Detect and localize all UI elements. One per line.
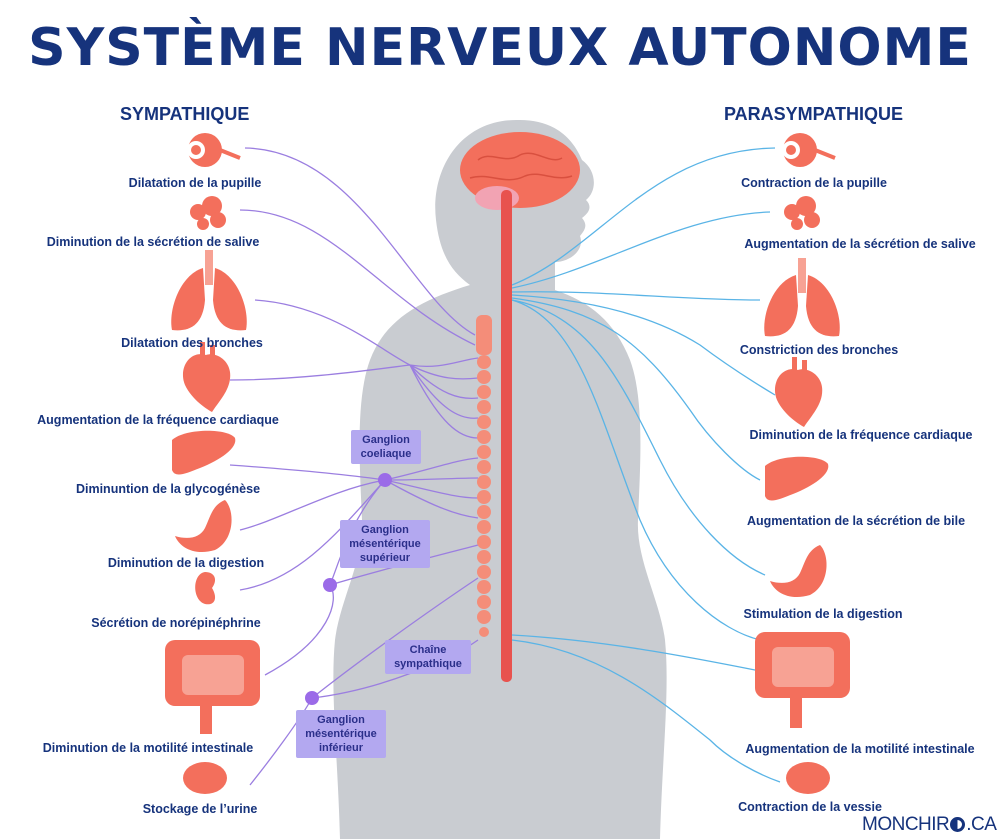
brand-text-right: .CA xyxy=(966,814,997,835)
eye-icon-right xyxy=(782,133,836,167)
heart-icon-left xyxy=(182,342,231,412)
parasympathetic-heading: PARASYMPATHIQUE xyxy=(724,104,904,124)
central-nervous-system xyxy=(460,132,580,682)
sympathetic-effect: Diminution de la digestion xyxy=(107,556,265,570)
superior-mesenteric-ganglion-label: Ganglion mésentérique supérieur xyxy=(340,520,430,568)
spinal-cord xyxy=(501,190,512,682)
stomach-icon-right xyxy=(770,545,827,598)
box-line: Ganglion xyxy=(317,714,365,726)
box-line: supérieur xyxy=(359,552,411,564)
parasympathetic-effect: Contraction de la pupille xyxy=(741,176,887,190)
sympathetic-effect: Stockage de l’urine xyxy=(142,802,258,816)
lungs-icon-left xyxy=(171,250,247,331)
parasympathetic-effect: Stimulation de la digestion xyxy=(743,607,903,621)
box-line: mésentérique xyxy=(349,538,421,550)
inferior-mesenteric-ganglion-label: Ganglion mésentérique inférieur xyxy=(296,710,386,758)
intestines-icon-right xyxy=(755,632,850,728)
bladder-icon-left xyxy=(183,762,227,794)
parasympathetic-effect: Contraction de la vessie xyxy=(738,800,882,814)
box-line: mésentérique xyxy=(305,728,377,740)
liver-icon-left xyxy=(172,430,236,475)
brand-logo: MONCHIR .CA xyxy=(862,814,997,836)
inferior-mesenteric-ganglion-dot xyxy=(305,691,319,705)
liver-icon-right xyxy=(765,456,829,501)
parasympathetic-effect: Augmentation de la sécrétion de salive xyxy=(744,237,976,251)
page-title: SYSTÈME NERVEUX AUTONOME xyxy=(28,18,972,78)
brand-text-left: MONCHIR xyxy=(862,814,950,835)
kidney-icon-left xyxy=(195,572,216,605)
sympathetic-chain-label: Chaîne sympathique xyxy=(385,640,471,674)
sympathetic-effect: Diminuntion de la glycogénèse xyxy=(75,482,261,496)
sympathetic-effect: Dilatation des bronches xyxy=(121,336,263,350)
sympathetic-effect: Sécrétion de norépinéphrine xyxy=(91,616,261,630)
bladder-icon-right xyxy=(786,762,830,794)
stomach-icon-left xyxy=(175,500,232,553)
box-line: sympathique xyxy=(394,658,462,670)
coeliac-ganglion-label: Ganglion coeliaque xyxy=(351,430,421,464)
intestines-icon-left xyxy=(165,640,260,734)
heart-icon-right xyxy=(774,357,823,427)
coeliac-ganglion-dot xyxy=(378,473,392,487)
superior-mesenteric-ganglion-dot xyxy=(323,578,337,592)
parasympathetic-effect: Augmentation de la motilité intestinale xyxy=(745,742,975,756)
sympathetic-heading: SYMPATHIQUE xyxy=(120,104,250,124)
sympathetic-effect: Diminution de la motilité intestinale xyxy=(42,741,254,755)
brand-mark-icon xyxy=(950,817,966,832)
box-line: inférieur xyxy=(318,742,363,754)
cerebellum xyxy=(475,186,519,210)
box-line: Ganglion xyxy=(361,524,409,536)
sympathetic-effect: Augmentation de la fréquence cardiaque xyxy=(37,413,279,427)
salivary-gland-icon-right xyxy=(784,196,820,230)
parasympathetic-effect: Augmentation de la sécrétion de bile xyxy=(746,514,966,528)
parasympathetic-effect: Constriction des bronches xyxy=(739,343,899,357)
salivary-gland-icon-left xyxy=(190,196,226,230)
box-line: Ganglion xyxy=(362,434,410,446)
box-line: Chaîne xyxy=(409,644,447,656)
box-line: coeliaque xyxy=(360,448,412,460)
sympathetic-effect: Diminution de la sécrétion de salive xyxy=(46,235,260,249)
lungs-icon-right xyxy=(764,258,840,337)
eye-icon-left xyxy=(187,133,241,167)
sympathetic-effect: Dilatation de la pupille xyxy=(128,176,262,190)
parasympathetic-nerves xyxy=(511,147,781,783)
sympathetic-chain-beads xyxy=(476,315,492,637)
parasympathetic-effect: Diminution de la fréquence cardiaque xyxy=(749,428,973,442)
